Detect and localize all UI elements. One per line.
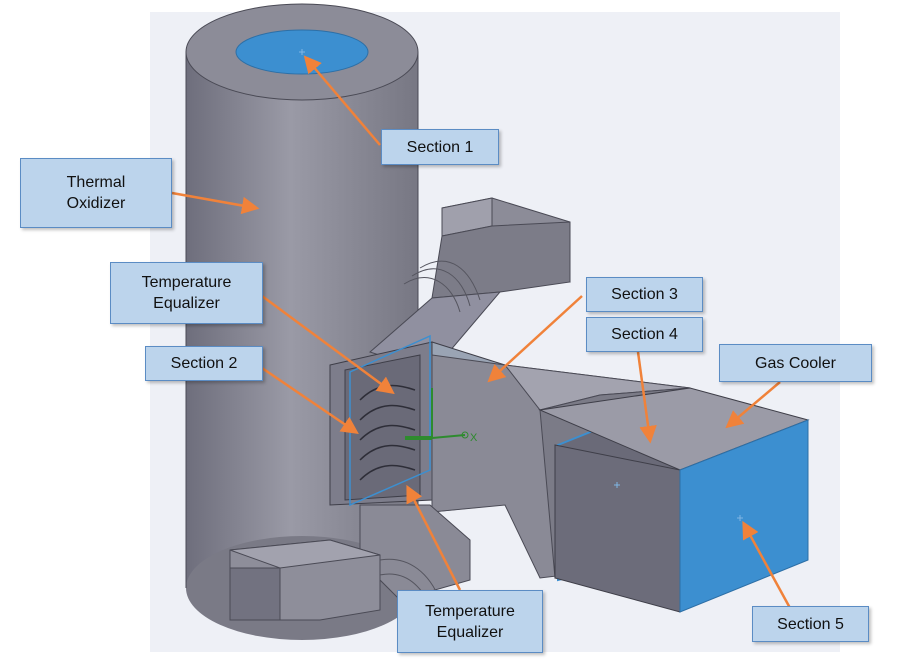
- label-thermal-oxidizer: Thermal Oxidizer: [20, 158, 172, 228]
- gas-cooler-body: [538, 387, 810, 613]
- axis-triad: [405, 388, 469, 440]
- section5-face: [679, 419, 809, 613]
- leader-arrows: [171, 55, 792, 609]
- arrow-thermal-oxidizer: [171, 191, 260, 215]
- label-section1: Section 1: [381, 129, 499, 165]
- arrow-temperature-equalizer-top: [261, 294, 395, 395]
- label-section4: Section 4: [586, 317, 703, 352]
- label-temperature-equalizer-top: Temperature Equalizer: [110, 262, 263, 324]
- label-section5: Section 5: [752, 606, 869, 642]
- axis-x-label: X: [470, 432, 478, 444]
- label-gas-cooler: Gas Cooler: [719, 344, 872, 382]
- arrow-temperature-equalizer-bottom: [406, 484, 462, 591]
- centroid-markers: [299, 49, 743, 521]
- arrow-gas-cooler: [725, 381, 781, 429]
- label-section3: Section 3: [586, 277, 703, 312]
- lower-duct: [229, 504, 471, 621]
- arrow-section4: [636, 351, 657, 444]
- arrow-section2: [261, 366, 359, 434]
- arrow-section1: [303, 55, 381, 146]
- label-temperature-equalizer-bottom: Temperature Equalizer: [397, 590, 543, 653]
- label-section2: Section 2: [145, 346, 263, 381]
- arrow-section5: [742, 520, 792, 609]
- arrow-section3: [487, 295, 583, 383]
